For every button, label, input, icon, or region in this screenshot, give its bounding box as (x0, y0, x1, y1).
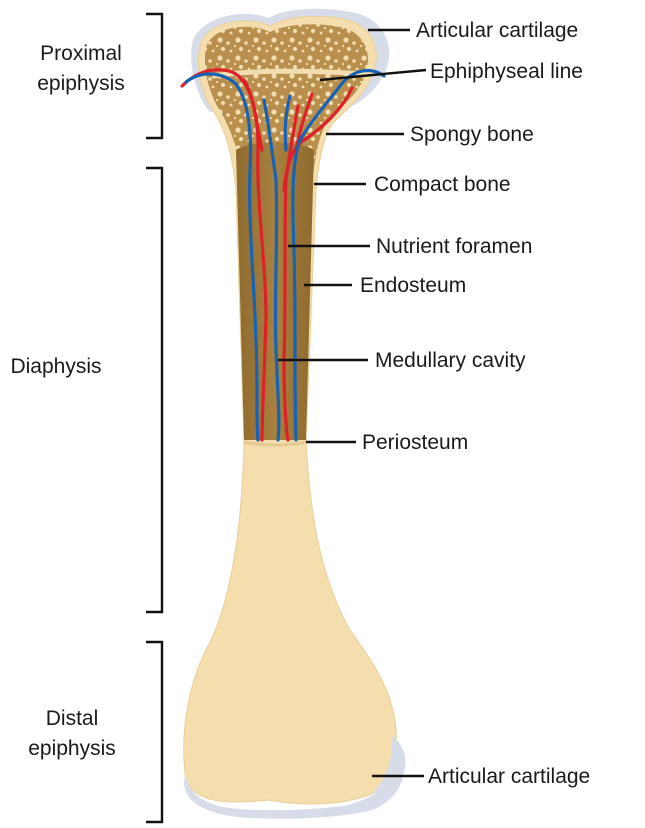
proximal-epiphysis-label-line1: Proximal (40, 42, 122, 65)
label-spongy-bone: Spongy bone (410, 123, 534, 146)
label-epiphyseal-line: Ephiphyseal line (430, 60, 583, 83)
diaphysis-label: Diaphysis (10, 355, 101, 378)
proximal-epiphysis-label-line2: epiphysis (37, 72, 125, 95)
label-nutrient-foramen: Nutrient foramen (376, 235, 532, 258)
distal-epiphysis-bracket (146, 642, 162, 822)
diaphysis-bracket (146, 168, 162, 612)
label-compact-bone: Compact bone (374, 173, 511, 196)
label-articular-cartilage-bottom: Articular cartilage (428, 765, 590, 788)
label-endosteum: Endosteum (360, 274, 466, 297)
distal-epiphysis-label-line2: epiphysis (28, 737, 116, 760)
label-medullary-cavity: Medullary cavity (375, 349, 526, 372)
label-periosteum: Periosteum (362, 431, 468, 454)
proximal-epiphysis-bracket (146, 14, 162, 138)
distal-epiphysis-label-line1: Distal (46, 707, 99, 730)
label-articular-cartilage-top: Articular cartilage (416, 19, 578, 42)
